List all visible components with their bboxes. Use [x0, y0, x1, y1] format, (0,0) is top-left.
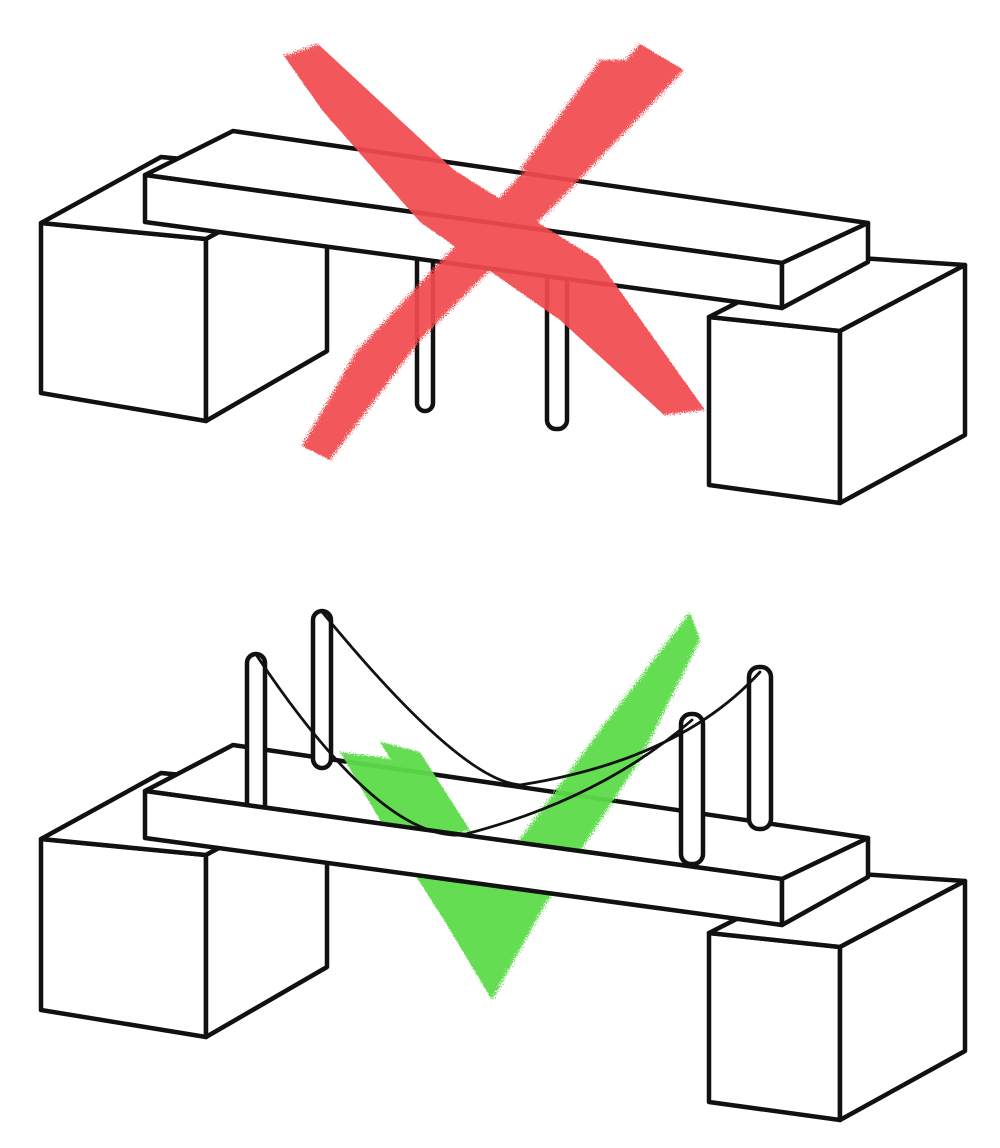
right-abutment: [706, 869, 968, 1123]
tower: [310, 608, 334, 771]
suspension-cable: [321, 611, 762, 787]
correct-panel: [38, 608, 968, 1123]
suspension-cable: [255, 654, 694, 837]
tower: [746, 664, 774, 832]
x-mark-icon: [284, 44, 705, 460]
tower: [678, 711, 706, 867]
deck-slab: [142, 788, 871, 928]
check-mark-icon: [340, 612, 700, 1000]
tower: [244, 651, 268, 817]
incorrect-panel: [38, 44, 968, 506]
